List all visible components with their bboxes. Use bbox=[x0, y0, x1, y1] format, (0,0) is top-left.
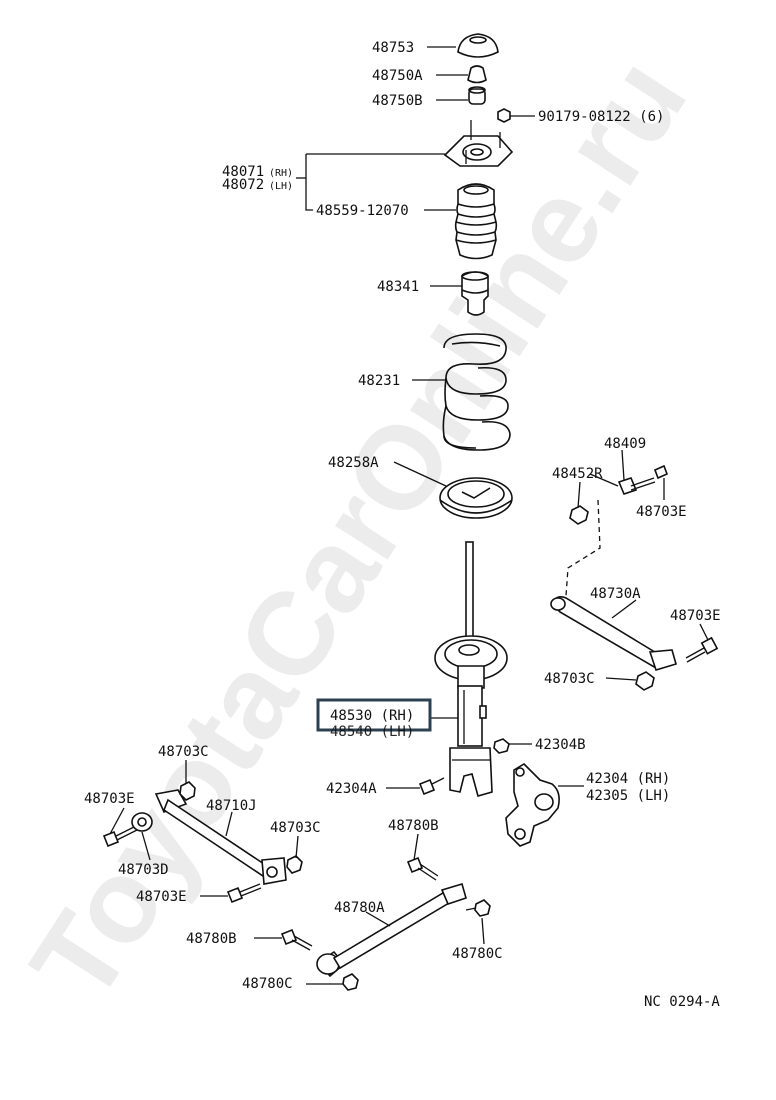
label-90179-08122[interactable]: 90179-08122 (6) bbox=[538, 109, 664, 125]
label-48072[interactable]: 48072 bbox=[222, 177, 264, 193]
label-48703e-b[interactable]: 48703E bbox=[670, 608, 721, 624]
watermark-text: ToyotaCarOnline.ru bbox=[6, 36, 712, 1024]
label-48703c-b[interactable]: 48703C bbox=[158, 744, 209, 760]
bolt-48703e-d-drawing bbox=[226, 883, 262, 904]
label-48258a[interactable]: 48258A bbox=[328, 455, 379, 471]
link-48730a-drawing bbox=[550, 596, 677, 671]
label-48071-side: (RH) bbox=[269, 168, 293, 179]
dashed-connector bbox=[565, 499, 601, 597]
label-48750b[interactable]: 48750B bbox=[372, 93, 423, 109]
cushion-48750a-drawing bbox=[467, 65, 487, 84]
diagram-code: NC 0294-A bbox=[644, 994, 720, 1010]
nut-42304b-drawing bbox=[493, 738, 510, 754]
nut-90179-drawing bbox=[497, 108, 511, 123]
bushing-48703d-drawing bbox=[131, 812, 153, 832]
label-42304b[interactable]: 42304B bbox=[535, 737, 586, 753]
leader-lines bbox=[109, 46, 709, 985]
label-48231[interactable]: 48231 bbox=[358, 373, 400, 389]
label-48071[interactable]: 48071 bbox=[222, 164, 264, 180]
knuckle-42304-drawing bbox=[505, 762, 560, 847]
label-48072-side: (LH) bbox=[269, 181, 293, 192]
label-42304a[interactable]: 42304A bbox=[326, 781, 377, 797]
nut-48703c-a-drawing bbox=[635, 671, 655, 691]
label-48780b-b[interactable]: 48780B bbox=[186, 931, 237, 947]
label-48750a[interactable]: 48750A bbox=[372, 68, 423, 84]
label-48780b-a[interactable]: 48780B bbox=[388, 818, 439, 834]
coil-spring-48231-drawing bbox=[442, 333, 511, 451]
label-48409[interactable]: 48409 bbox=[604, 436, 646, 452]
label-48780c-a[interactable]: 48780C bbox=[242, 976, 293, 992]
link-48710j-drawing bbox=[154, 789, 287, 885]
label-48780a[interactable]: 48780A bbox=[334, 900, 385, 916]
label-48452r[interactable]: 48452R bbox=[552, 466, 603, 482]
bolt-48780b-b-drawing bbox=[280, 928, 313, 951]
label-48730a[interactable]: 48730A bbox=[590, 586, 641, 602]
nut-48703c-b-drawing bbox=[179, 781, 196, 801]
nut-48703c-c-drawing bbox=[286, 855, 303, 874]
label-48710j[interactable]: 48710J bbox=[206, 798, 257, 814]
nut-48780c-a-drawing bbox=[342, 973, 359, 991]
nut-48452r-drawing bbox=[569, 505, 589, 525]
label-48753[interactable]: 48753 bbox=[372, 40, 414, 56]
bolt-48780b-a-drawing bbox=[406, 856, 439, 881]
label-48780c-b[interactable]: 48780C bbox=[452, 946, 503, 962]
bushing-48409-drawing bbox=[617, 464, 669, 495]
bolt-48703e-b-drawing bbox=[685, 636, 719, 663]
label-42304[interactable]: 42304 (RH) bbox=[586, 771, 670, 787]
label-48559-12070[interactable]: 48559-12070 bbox=[316, 203, 409, 219]
label-48703c-c[interactable]: 48703C bbox=[270, 820, 321, 836]
bolt-42304a-drawing bbox=[418, 777, 445, 796]
label-48703e-d[interactable]: 48703E bbox=[136, 889, 187, 905]
spring-seat-48258a-drawing bbox=[439, 477, 513, 519]
shock-absorber-48530-drawing bbox=[434, 541, 508, 797]
label-48703e-c[interactable]: 48703E bbox=[84, 791, 135, 807]
label-48703d[interactable]: 48703D bbox=[118, 862, 169, 878]
link-48780a-drawing bbox=[316, 883, 467, 978]
cushion-48750b-drawing bbox=[468, 86, 486, 105]
nut-48780c-b-drawing bbox=[465, 899, 491, 917]
cap-48753-drawing bbox=[457, 33, 499, 58]
boot-48559-drawing bbox=[454, 183, 498, 260]
bumper-48341-drawing bbox=[461, 271, 489, 316]
highlight-box-48530[interactable] bbox=[316, 698, 432, 732]
support-48071-drawing bbox=[443, 120, 514, 167]
label-48703e-a[interactable]: 48703E bbox=[636, 504, 687, 520]
label-48703c-a[interactable]: 48703C bbox=[544, 671, 595, 687]
label-48530[interactable]: 48530 (RH) bbox=[330, 708, 414, 724]
label-48540[interactable]: 48540 (LH) bbox=[330, 724, 414, 740]
label-48341[interactable]: 48341 bbox=[377, 279, 419, 295]
label-42305[interactable]: 42305 (LH) bbox=[586, 788, 670, 804]
